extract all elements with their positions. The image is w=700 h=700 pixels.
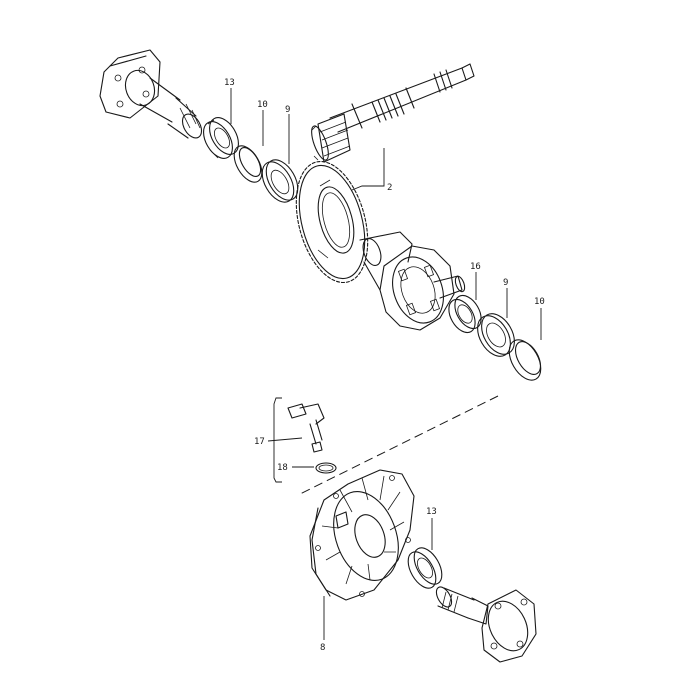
callout-8: 8	[320, 643, 325, 653]
bearing-13-top	[203, 117, 239, 159]
shim-ring-10-top	[233, 145, 263, 183]
bracket-17	[273, 397, 282, 483]
pinion-shaft	[311, 63, 475, 163]
callout-13-bottom: 13	[426, 507, 437, 517]
callout-9-mid: 9	[503, 278, 508, 288]
assembly-axis-line	[299, 395, 499, 495]
o-ring-18	[315, 462, 337, 474]
speed-sensor	[287, 403, 325, 453]
callout-10-top: 10	[257, 100, 268, 110]
oil-seal-9-top	[261, 159, 299, 203]
drive-flange-bottom	[435, 586, 537, 663]
callout-17: 17	[254, 437, 265, 447]
bearing-16	[448, 294, 482, 334]
differential-case	[359, 231, 466, 331]
shim-ring-10-mid	[508, 339, 542, 381]
callout-18: 18	[277, 463, 288, 473]
ring-gear	[295, 160, 369, 284]
housing-cover	[309, 469, 415, 601]
callout-16: 16	[470, 262, 481, 272]
callout-9-top: 9	[285, 105, 290, 115]
oil-seal-9-mid	[477, 313, 515, 357]
bearing-13-bottom	[407, 547, 443, 589]
drive-flange-top	[99, 49, 203, 139]
leader-lines	[230, 88, 542, 640]
callout-13-top: 13	[224, 78, 235, 88]
callout-2: 2	[387, 183, 392, 193]
callout-10-mid: 10	[534, 297, 545, 307]
